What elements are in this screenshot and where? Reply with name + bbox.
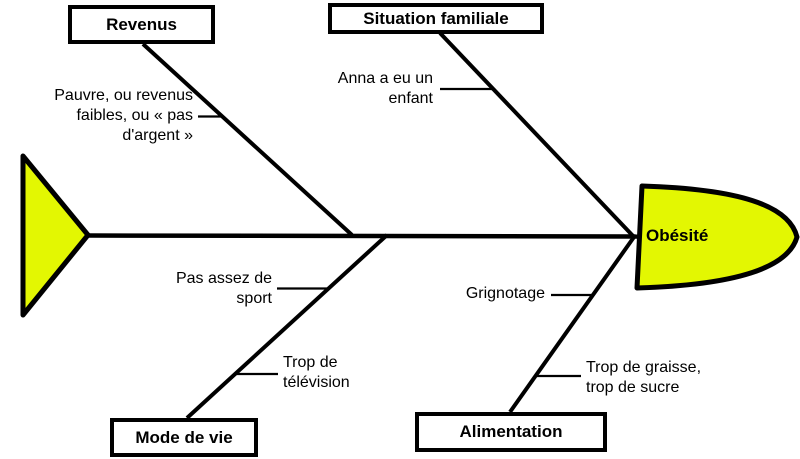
cause-grignotage: Grignotage bbox=[465, 285, 545, 302]
fishbone-tail-shape bbox=[20, 153, 91, 318]
category-box-situation-familiale: Situation familiale bbox=[328, 3, 544, 34]
branch-mode-de-vie bbox=[185, 233, 389, 420]
category-label-situation-familiale: Situation familiale bbox=[363, 8, 509, 28]
spine-line bbox=[87, 233, 642, 239]
branch-alimentation bbox=[508, 235, 636, 414]
category-box-revenus: Revenus bbox=[68, 5, 215, 44]
branch-revenus bbox=[141, 42, 354, 237]
cause-pas-assez-sport: Pas assez de sport bbox=[175, 270, 272, 307]
cause-trop-television: Trop de télévision bbox=[283, 354, 350, 391]
cause-trop-graisse-sucre: Trop de graisse, trop de sucre bbox=[586, 359, 702, 396]
category-box-alimentation: Alimentation bbox=[415, 412, 607, 452]
category-box-mode-de-vie: Mode de vie bbox=[110, 418, 258, 457]
category-label-alimentation: Alimentation bbox=[459, 422, 563, 441]
category-label-revenus: Revenus bbox=[106, 14, 177, 34]
fishbone-head-shape bbox=[634, 183, 800, 291]
effect-label-obesite: Obésité bbox=[646, 226, 709, 245]
cause-pauvre-revenus-faibles: Pauvre, ou revenus faibles, ou « pas d'a… bbox=[54, 87, 193, 144]
category-label-mode-de-vie: Mode de vie bbox=[135, 427, 233, 447]
branch-situation-familiale bbox=[438, 31, 636, 239]
cause-anna-enfant: Anna a eu un enfant bbox=[337, 70, 433, 107]
